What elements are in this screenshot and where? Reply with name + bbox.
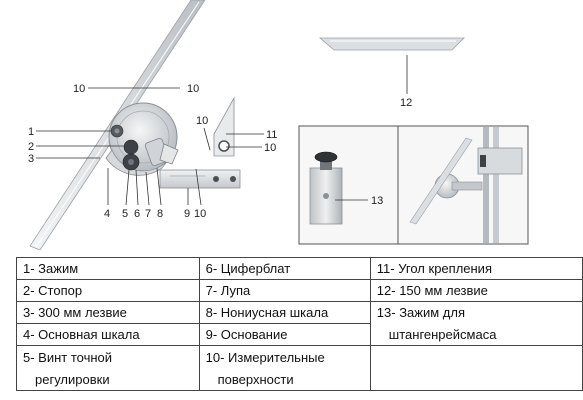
base-plate: [159, 169, 241, 189]
callout-8: 8: [157, 208, 163, 220]
legend-cell: [369, 345, 583, 368]
callout-3: 3: [28, 153, 34, 165]
legend-cell: 10- Измерительные: [198, 345, 371, 368]
callout-6: 6: [134, 208, 140, 220]
callout-1: 1: [28, 126, 34, 138]
magnifier: [144, 138, 179, 166]
callout-10-attachment-right: 10: [264, 142, 276, 154]
callout-10-base: 10: [194, 208, 206, 220]
legend-row: 2- Стопор 7- Лупа 12- 150 мм лезвие: [16, 279, 583, 302]
callout-10-attachment: 10: [196, 115, 208, 127]
clamp-knob: [110, 124, 124, 138]
legend-cell: 11- Угол крепления: [369, 257, 583, 280]
legend-cell: 4- Основная шкала: [16, 323, 200, 346]
legend-cell: регулировки: [16, 368, 200, 391]
blade-150mm: [318, 37, 465, 51]
legend-cell: 9- Основание: [198, 323, 371, 346]
inset-height-gauge: [397, 125, 529, 245]
callout-2: 2: [28, 141, 34, 153]
callout-11: 11: [266, 129, 277, 141]
legend-cell: 1- Зажим: [16, 257, 200, 280]
legend-row: 4- Основная шкала 9- Основание штангенре…: [16, 323, 583, 346]
legend-cell: 2- Стопор: [16, 279, 200, 302]
legend-cell: поверхности: [198, 368, 371, 391]
legend-row: регулировки поверхности: [16, 368, 583, 391]
legend-cell: 3- 300 мм лезвие: [16, 301, 200, 324]
callout-7: 7: [145, 208, 151, 220]
legend-cell: 6- Циферблат: [198, 257, 371, 280]
callout-5: 5: [122, 208, 128, 220]
legend-row: 3- 300 мм лезвие 8- Нониусная шкала 13- …: [16, 301, 583, 324]
callout-12: 12: [400, 97, 412, 109]
legend-cell: 8- Нониусная шкала: [198, 301, 371, 324]
legend-row: 5- Винт точной 10- Измерительные: [16, 345, 583, 368]
legend-cell: штангенрейсмаса: [369, 323, 583, 346]
leader-lines: [36, 55, 408, 206]
legend-cell: 5- Винт точной: [16, 345, 200, 368]
bevel-protractor-diagram: 10 10 1 2 3 4 5 6 7 8 9 10 10 11 10 12 1…: [28, 0, 529, 250]
fine-adjust-knobs: [122, 139, 140, 171]
legend-cell: [369, 368, 583, 391]
callout-4: 4: [104, 208, 110, 220]
parts-legend-table: 1- Зажим 6- Циферблат 11- Угол крепления…: [16, 257, 583, 391]
acute-angle-attachment: [213, 96, 235, 157]
legend-row: 1- Зажим 6- Циферблат 11- Угол крепления: [16, 257, 583, 280]
inset-clamp: [298, 125, 399, 245]
legend-cell: 7- Лупа: [198, 279, 371, 302]
callout-9: 9: [184, 208, 190, 220]
callout-10-upper-left: 10: [73, 83, 85, 95]
callout-10-upper-right: 10: [187, 83, 199, 95]
legend-cell: 13- Зажим для: [369, 301, 583, 324]
legend-cell: 12- 150 мм лезвие: [369, 279, 583, 302]
callout-13: 13: [371, 195, 383, 207]
